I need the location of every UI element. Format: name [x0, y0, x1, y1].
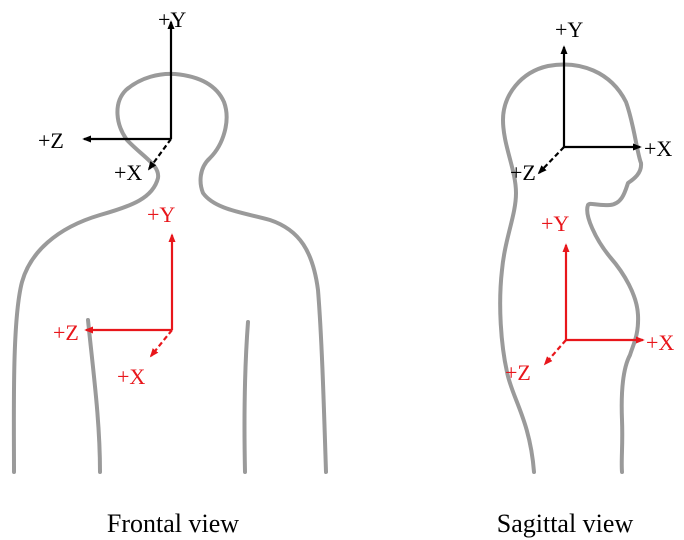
sagittal-torso-axes: +Y +X +Z — [505, 211, 674, 385]
frontal-view-caption: Frontal view — [107, 509, 239, 538]
frontal-right-arm-line — [244, 322, 248, 472]
frontal-torso-y-label: +Y — [147, 202, 175, 227]
frontal-head-axes: +Y +Z +X — [38, 7, 186, 185]
frontal-head-x-label: +X — [114, 160, 142, 185]
sagittal-torso-x-label: +X — [646, 330, 674, 355]
sagittal-torso-y-label: +Y — [541, 211, 569, 236]
sagittal-view-caption: Sagittal view — [497, 509, 634, 538]
frontal-left-arm-line — [88, 320, 100, 472]
frontal-torso-axes: +Y +Z +X — [53, 202, 175, 389]
sagittal-view: +Y +X +Z +Y +X +Z Sagittal view — [497, 17, 675, 538]
sagittal-head-x-label: +X — [644, 136, 672, 161]
sagittal-torso-z-label: +Z — [505, 360, 531, 385]
frontal-torso-x-label: +X — [117, 364, 145, 389]
sagittal-head-z-label: +Z — [510, 160, 536, 185]
sagittal-head-y-label: +Y — [555, 17, 583, 42]
sagittal-body-outline — [500, 65, 641, 473]
frontal-head-z-label: +Z — [38, 128, 64, 153]
frontal-head-y-label: +Y — [158, 7, 186, 32]
frontal-torso-z-label: +Z — [53, 320, 79, 345]
sagittal-head-axes: +Y +X +Z — [510, 17, 672, 185]
frontal-view: +Y +Z +X +Y +Z +X Frontal view — [14, 7, 326, 538]
